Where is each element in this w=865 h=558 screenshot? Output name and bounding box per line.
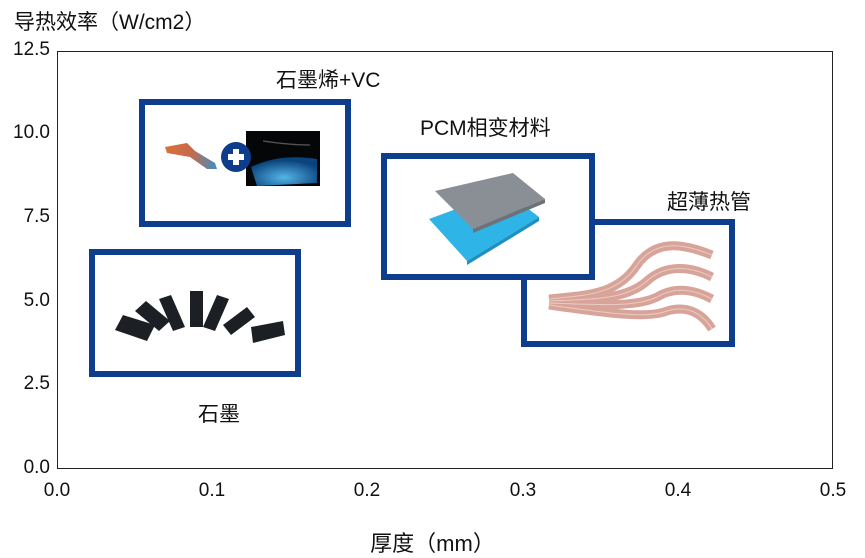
box-graphene-vc	[139, 99, 351, 227]
y-tick: 12.5	[13, 39, 50, 60]
x-tick: 0.2	[353, 480, 381, 501]
label-pcm: PCM相变材料	[420, 117, 551, 140]
x-tick: 0.0	[43, 480, 71, 501]
x-tick: 0.4	[664, 480, 692, 501]
y-axis-title: 导热效率（W/cm2）	[14, 11, 206, 34]
label-heat-pipe: 超薄热管	[667, 191, 751, 214]
box-graphite	[89, 249, 301, 377]
y-tick: 5.0	[23, 290, 50, 311]
y-tick: 10.0	[13, 122, 50, 143]
heat-pipe-image	[548, 241, 716, 332]
graphene-vc-image	[165, 131, 320, 186]
y-tick: 0.0	[23, 457, 50, 478]
label-graphite: 石墨	[198, 403, 240, 426]
x-tick: 0.3	[509, 480, 537, 501]
pcm-image	[429, 173, 545, 265]
y-tick: 2.5	[23, 373, 50, 394]
x-tick: 0.5	[819, 480, 847, 501]
x-axis-title: 厚度（mm）	[370, 531, 495, 556]
y-tick: 7.5	[23, 206, 50, 227]
graphite-image	[115, 291, 285, 343]
x-tick: 0.1	[198, 480, 226, 501]
label-graphene-vc: 石墨烯+VC	[276, 69, 381, 92]
plot-area	[57, 51, 833, 469]
box-pcm	[381, 153, 595, 280]
